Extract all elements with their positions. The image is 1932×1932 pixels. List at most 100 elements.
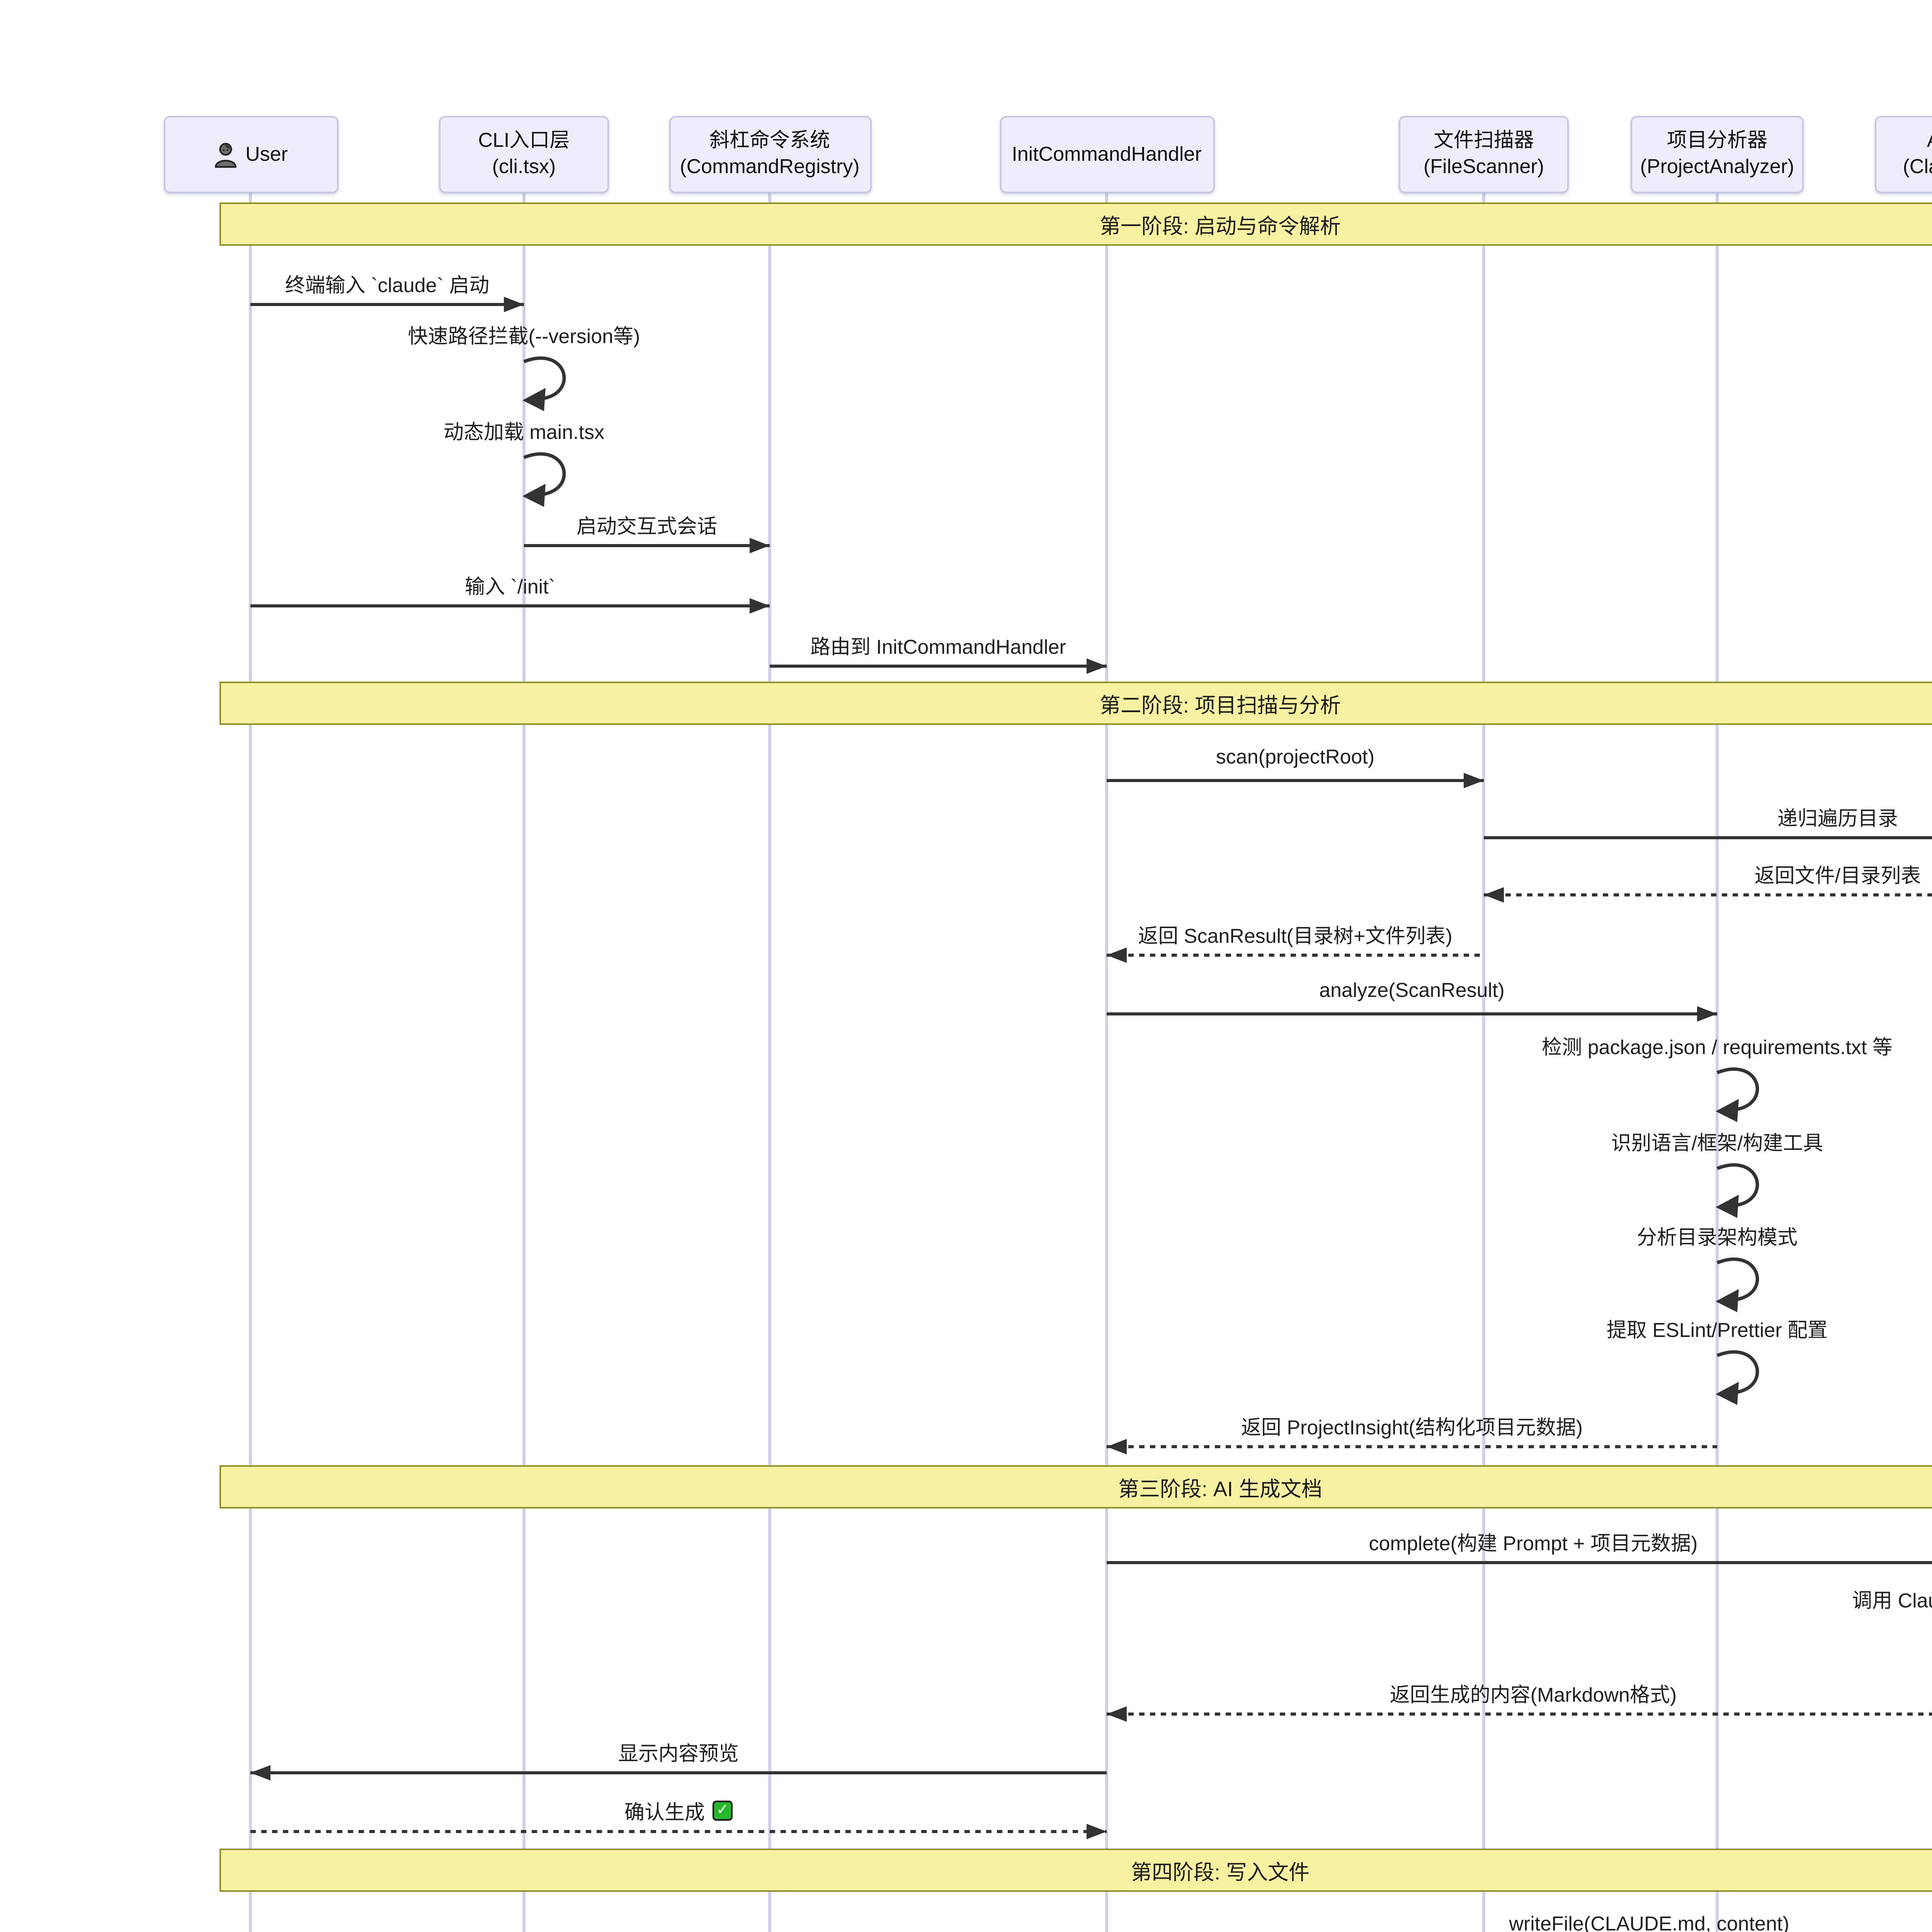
message-label: 提取 ESLint/Prettier 配置 — [1606, 1318, 1828, 1342]
message-text: 返回 ProjectInsight(结构化项目元数据) — [1241, 1416, 1583, 1439]
message-line-solid — [770, 665, 1107, 668]
phase-band: 第四阶段: 写入文件 — [219, 1849, 1932, 1892]
arrowhead-right-icon — [1464, 773, 1484, 788]
message-line-solid — [1107, 779, 1484, 782]
message-label: writeFile(CLAUDE.md, content) — [1509, 1912, 1789, 1932]
phase-band-label: 第三阶段: AI 生成文档 — [1118, 1478, 1322, 1501]
arrowhead-right-icon — [1087, 1824, 1107, 1839]
actor-top-aisdk: AI SDK(Claude API) — [1874, 116, 1932, 193]
message-label: 返回 ProjectInsight(结构化项目元数据) — [1241, 1411, 1583, 1440]
lifeline-init — [1105, 193, 1108, 1932]
actor-label: InitCommandHandler — [1012, 141, 1202, 165]
message-text: 递归遍历目录 — [1777, 807, 1898, 830]
actor-label: 项目分析器 — [1667, 128, 1767, 152]
message-label: analyze(ScanResult) — [1319, 978, 1505, 1002]
actor-label-row: User — [213, 141, 288, 168]
message-text: 返回文件/目录列表 — [1754, 864, 1921, 887]
actor-label: (ProjectAnalyzer) — [1640, 155, 1794, 178]
actor-top-analyzer: 项目分析器 (ProjectAnalyzer) — [1631, 116, 1804, 193]
message-text: writeFile(CLAUDE.md, content) — [1509, 1912, 1789, 1932]
actor-top-init: InitCommandHandler — [999, 116, 1214, 193]
message-label: 输入 `/init` — [465, 570, 555, 600]
self-loop-arrow — [1716, 1257, 1759, 1312]
actor-label: (FileScanner) — [1423, 155, 1544, 178]
message-line-solid — [1484, 836, 1932, 839]
self-loop-arrow — [1716, 1163, 1759, 1218]
message-text: 显示内容预览 — [618, 1742, 739, 1765]
arrowhead-left-icon — [250, 1765, 270, 1781]
message-label: 启动交互式会话 — [577, 510, 717, 539]
self-loop — [1714, 1253, 1776, 1315]
message-line-solid — [250, 1771, 1107, 1774]
message-label: 识别语言/框架/构建工具 — [1611, 1131, 1823, 1155]
message-line-solid — [250, 604, 770, 607]
message-line-solid — [1107, 1012, 1717, 1015]
actor-label: User — [245, 141, 288, 165]
person-icon — [214, 142, 236, 167]
message-label: 终端输入 `claude` 启动 — [285, 269, 490, 298]
arrowhead-left-icon — [1107, 1706, 1127, 1722]
self-loop — [1714, 1063, 1776, 1125]
self-loop — [1714, 1159, 1776, 1221]
actor-label: 文件扫描器 — [1433, 128, 1534, 152]
actor-label: 斜杠命令系统 — [709, 128, 830, 152]
message-text: 确认生成 — [624, 1801, 705, 1824]
arrowhead-right-icon — [504, 297, 524, 312]
message-line-dashed — [1107, 1713, 1932, 1716]
message-label: 确认生成 ✓ — [624, 1796, 733, 1825]
phase-band: 第一阶段: 启动与命令解析 — [219, 202, 1932, 246]
message-text: 返回生成的内容(Markdown格式) — [1389, 1683, 1677, 1706]
message-label: complete(构建 Prompt + 项目元数据) — [1369, 1527, 1698, 1556]
phase-band-label: 第二阶段: 项目扫描与分析 — [1099, 694, 1341, 717]
arrowhead-right-icon — [1697, 1006, 1717, 1022]
message-line-dashed — [1484, 893, 1932, 896]
arrowhead-left-icon — [1107, 1439, 1127, 1454]
confirm-check-icon: ✓ — [713, 1801, 733, 1821]
actor-top-scanner: 文件扫描器 (FileScanner) — [1399, 116, 1569, 193]
message-line-dashed — [1107, 954, 1484, 957]
message-label: 快速路径拦截(--version等) — [408, 325, 640, 348]
message-text: complete(构建 Prompt + 项目元数据) — [1369, 1532, 1698, 1555]
message-label: 动态加载 main.tsx — [443, 420, 605, 444]
message-text: 终端输入 `claude` 启动 — [285, 274, 490, 297]
lifeline-cli — [522, 193, 526, 1932]
actor-label: (Claude API) — [1903, 155, 1932, 178]
message-text: scan(projectRoot) — [1216, 745, 1375, 768]
message-line-solid — [250, 303, 524, 306]
message-label: 返回 ScanResult(目录树+文件列表) — [1138, 920, 1452, 949]
actor-label: CLI入口层 — [478, 128, 570, 152]
message-text: 路由到 InitCommandHandler — [810, 635, 1066, 658]
lifeline-scanner — [1482, 193, 1485, 1932]
phase-band: 第二阶段: 项目扫描与分析 — [219, 682, 1932, 725]
message-label: 返回生成的内容(Markdown格式) — [1390, 1679, 1677, 1708]
message-label: scan(projectRoot) — [1216, 745, 1374, 768]
message-label: 调用 Claude 大模型推理 — [1852, 1589, 1932, 1612]
arrowhead-right-icon — [750, 598, 770, 614]
arrowhead-left-icon — [1107, 947, 1127, 963]
message-text: 输入 `/init` — [464, 575, 556, 598]
phase-band-label: 第一阶段: 启动与命令解析 — [1099, 215, 1341, 238]
self-loop-arrow — [1716, 1350, 1759, 1405]
message-label: 返回文件/目录列表 — [1755, 859, 1921, 889]
message-text: 返回 ScanResult(目录树+文件列表) — [1138, 924, 1452, 947]
self-loop-arrow — [522, 452, 566, 507]
message-line-dashed — [250, 1830, 1107, 1833]
actor-top-user: User — [163, 116, 338, 193]
phase-band-label: 第四阶段: 写入文件 — [1131, 1861, 1310, 1884]
message-label: 路由到 InitCommandHandler — [810, 631, 1066, 660]
actor-label: (cli.tsx) — [492, 155, 556, 178]
lifeline-registry — [768, 193, 771, 1932]
self-loop — [521, 352, 583, 414]
phase-band: 第三阶段: AI 生成文档 — [219, 1465, 1932, 1509]
arrowhead-left-icon — [1484, 887, 1504, 903]
lifeline-user — [249, 193, 252, 1932]
actor-label: AI SDK — [1927, 128, 1932, 155]
lifeline-analyzer — [1716, 193, 1719, 1932]
arrowhead-right-icon — [750, 538, 770, 553]
self-loop-arrow — [1716, 1067, 1759, 1122]
self-loop — [1714, 1346, 1776, 1408]
actor-label: (CommandRegistry) — [680, 155, 860, 178]
actor-top-cli: CLI入口层 (cli.tsx) — [439, 116, 609, 193]
self-loop — [521, 448, 583, 510]
